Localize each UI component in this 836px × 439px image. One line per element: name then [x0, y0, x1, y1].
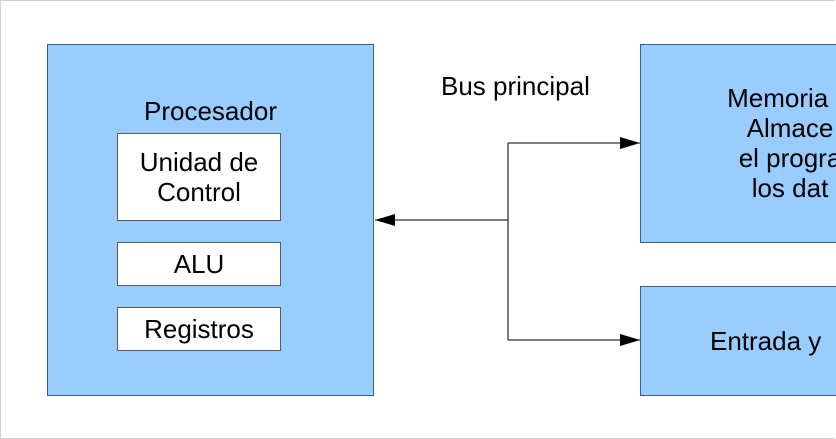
control-unit-box: Unidad de Control	[117, 133, 281, 221]
control-unit-label: Unidad de Control	[139, 147, 259, 207]
bus-label: Bus principal	[441, 71, 590, 101]
memory-label: Memoria P Almace el progra los dat	[727, 83, 836, 203]
alu-label: ALU	[173, 249, 225, 279]
alu-box: ALU	[117, 242, 281, 286]
registers-box: Registros	[117, 307, 281, 351]
processor-title: Procesador	[144, 96, 277, 126]
registers-label: Registros	[144, 314, 254, 344]
io-block	[640, 286, 836, 396]
memory-block	[640, 44, 836, 243]
io-label: Entrada y	[710, 326, 822, 356]
